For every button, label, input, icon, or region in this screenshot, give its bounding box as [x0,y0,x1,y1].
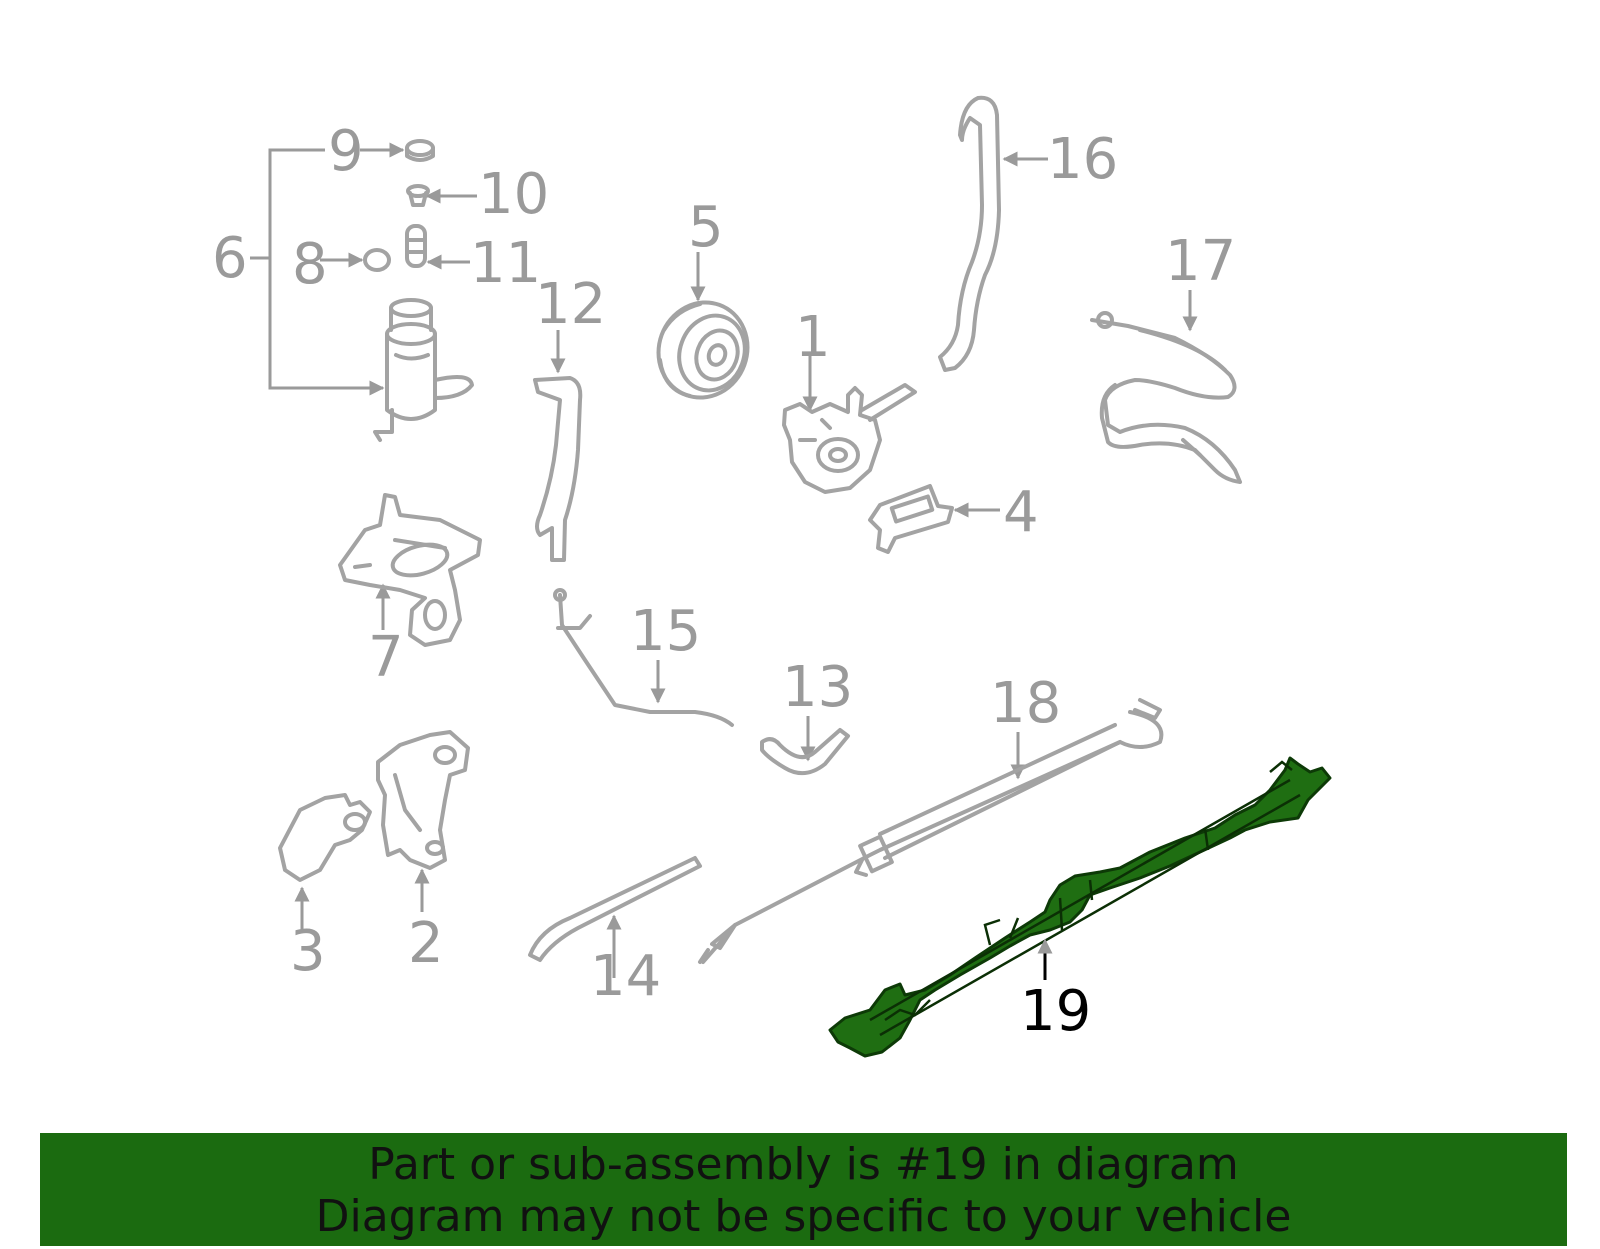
part-19-steering-gear [828,756,1332,1058]
banner-line-2: Diagram may not be specific to your vehi… [315,1191,1292,1242]
callout-8: 8 [292,232,328,297]
callout-17: 17 [1165,229,1236,294]
part-13-hose [760,716,850,776]
banner-line-1: Part or sub-assembly is #19 in diagram [368,1139,1239,1190]
part-15-pipe [553,588,734,727]
part-8-grommet [320,248,391,272]
part-6-reservoir-group [250,148,474,442]
part-9-washer [360,139,435,162]
part-1-power-steering-pump [782,352,917,494]
callout-6: 6 [212,226,248,291]
callout-4: 4 [1003,480,1039,545]
part-3-bracket [278,793,372,932]
part-18-pipe-assembly [698,698,1164,964]
part-10-cap [406,184,477,207]
part-14-tube [528,856,702,978]
part-16-return-hose [938,95,1048,372]
callout-11: 11 [470,231,541,296]
callout-7: 7 [368,625,404,690]
part-2-bracket [376,730,470,912]
part-4-bracket [868,484,1000,554]
callout-15: 15 [630,599,701,664]
callout-5: 5 [688,195,724,260]
callout-10: 10 [478,162,549,227]
callout-9: 9 [328,119,364,184]
callout-18: 18 [990,671,1061,736]
callout-13: 13 [782,655,853,720]
callout-12: 12 [535,272,606,337]
callout-3: 3 [290,919,326,984]
info-banner: Part or sub-assembly is #19 in diagram D… [40,1133,1567,1246]
callout-16: 16 [1047,127,1118,192]
callout-14: 14 [590,944,661,1009]
part-12-hose [533,330,583,562]
part-17-pressure-hose [1090,290,1242,484]
part-11-filter [405,224,470,270]
callout-1: 1 [795,305,831,370]
part-5-pulley [656,252,750,400]
reservoir-tank [373,298,474,442]
callout-2: 2 [408,911,444,976]
callout-19: 19 [1020,979,1091,1044]
part-7-bracket [338,493,482,647]
